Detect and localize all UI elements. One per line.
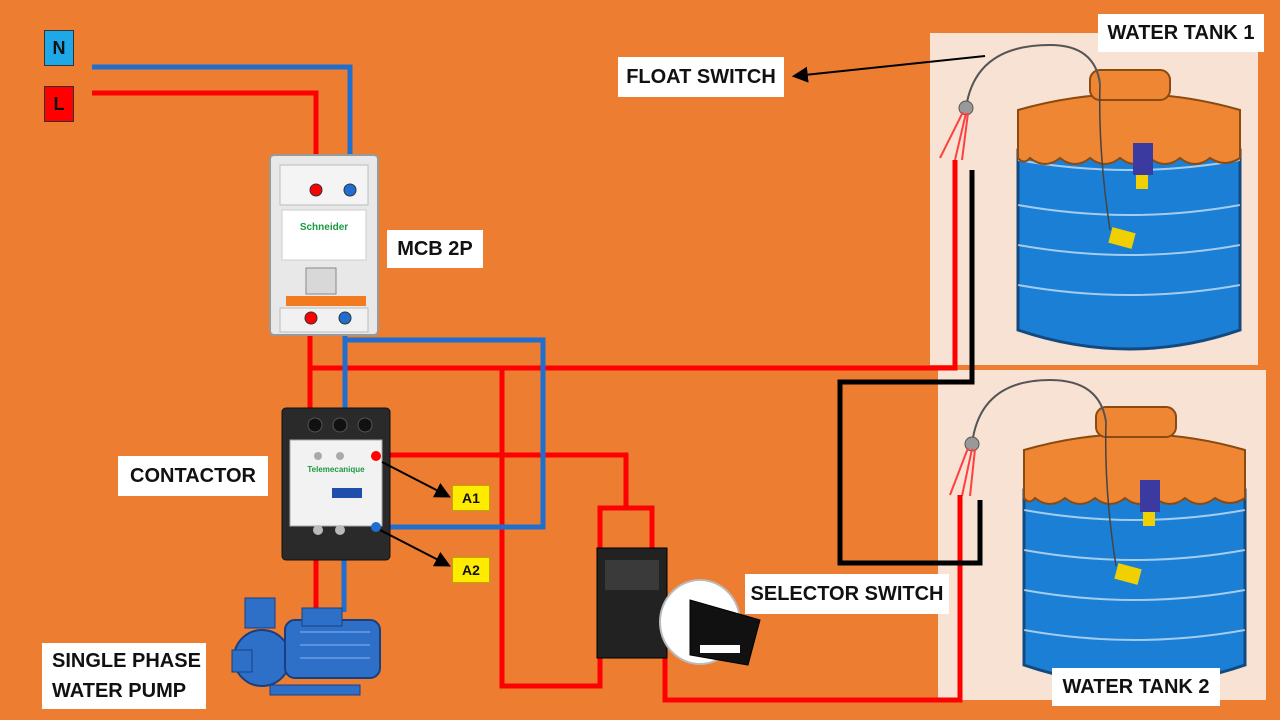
pump-label-line2: WATER PUMP [52,680,187,702]
water-tank-2-icon [1022,406,1247,686]
float-switch-2-icon [949,378,1107,497]
a2-arrow [379,529,451,567]
contactor-icon: Telemecanique [281,407,391,561]
water-pump-icon [231,597,381,696]
a1-tag: A1 [452,485,490,511]
mcb-breaker-icon: Schneider [269,154,379,336]
pump-label-line1: SINGLE PHASE [52,650,201,672]
mcb-brand: Schneider [300,222,348,233]
pump-label: SINGLE PHASE WATER PUMP [42,643,206,709]
contactor-brand: Telemecanique [307,465,365,474]
contactor-label: CONTACTOR [118,456,268,496]
a1-arrow [381,461,451,498]
water-tank-1-icon [1016,69,1242,351]
line-terminal: L [44,86,74,122]
float-switch-label: FLOAT SWITCH [618,57,784,97]
water-tank-2-label: WATER TANK 2 [1052,668,1220,706]
float-switch-1-icon [939,43,1101,161]
selector-switch-label: SELECTOR SWITCH [745,574,949,614]
selector-switch-icon [596,547,761,666]
mcb-label: MCB 2P [387,230,483,268]
water-tank-1-label: WATER TANK 1 [1098,14,1264,52]
neutral-terminal: N [44,30,74,66]
a2-tag: A2 [452,557,490,583]
float-wires [837,170,983,566]
float-switch-arrow [791,55,986,83]
